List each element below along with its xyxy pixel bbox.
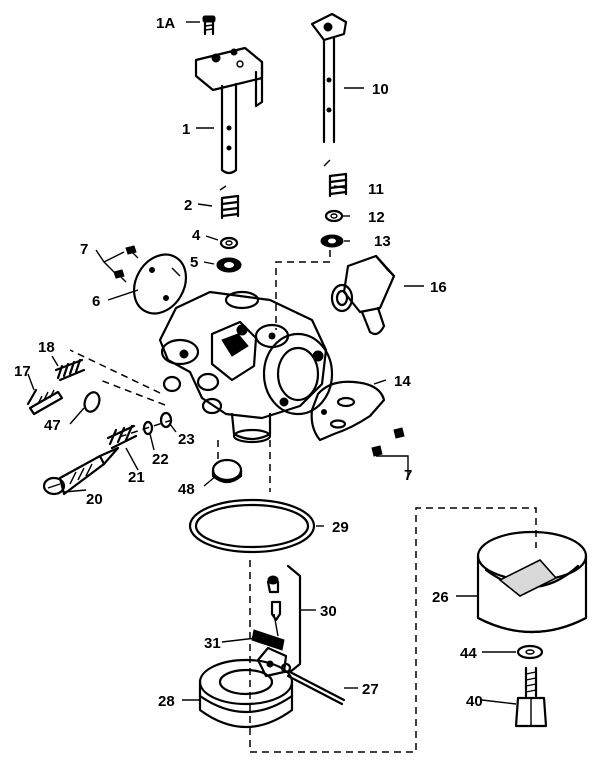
part-labels: 1A 1 10 2 4 5 11 12 13 7 6 16 18 17 14 4…	[14, 15, 483, 710]
part-40-bowl-nut	[514, 666, 548, 728]
label-11: 11	[368, 181, 384, 198]
carburetor-body	[158, 290, 334, 444]
label-6: 6	[92, 293, 100, 310]
part-48-plug	[211, 458, 243, 484]
part-2-spring	[219, 185, 240, 220]
part-44-washer	[516, 644, 544, 660]
leader-lines	[27, 21, 517, 705]
label-20: 20	[86, 491, 103, 508]
label-40: 40	[466, 693, 483, 710]
label-4: 4	[192, 227, 201, 244]
part-18-spring	[54, 358, 86, 382]
label-23: 23	[178, 431, 195, 448]
label-14: 14	[394, 373, 411, 390]
part-31-clip	[251, 629, 285, 651]
part-14-gasket-plate	[310, 380, 386, 442]
label-1: 1	[182, 121, 190, 138]
label-13: 13	[374, 233, 391, 250]
label-18: 18	[38, 339, 55, 356]
label-28: 28	[158, 693, 175, 710]
label-22: 22	[152, 451, 169, 468]
part-7-screws-lower	[371, 427, 405, 457]
label-27: 27	[362, 681, 379, 698]
label-31: 31	[204, 635, 221, 652]
label-7-upper: 7	[80, 241, 88, 258]
label-21: 21	[128, 469, 145, 486]
part-26-float-bowl	[476, 530, 588, 633]
label-12: 12	[368, 209, 385, 226]
label-44: 44	[460, 645, 477, 662]
part-21-spring	[106, 424, 138, 450]
part-1-throttle-shaft	[194, 46, 264, 175]
assembly-guide-lines	[69, 250, 537, 753]
part-27-float-pin	[286, 670, 346, 706]
label-7-lower: 7	[404, 467, 412, 484]
part-29-bowl-gasket	[188, 498, 316, 554]
part-16-fuel-fitting	[330, 254, 396, 336]
part-12-washer	[324, 209, 344, 223]
part-7-screws-upper	[113, 245, 139, 283]
part-23-washer	[159, 411, 173, 429]
label-17: 17	[14, 363, 31, 380]
part-28-float	[198, 646, 294, 728]
label-47: 47	[44, 417, 61, 434]
part-17-idle-screw	[26, 388, 64, 416]
label-16: 16	[430, 279, 447, 296]
part-30-needle-valve	[266, 564, 302, 674]
part-11-spring	[323, 159, 348, 198]
part-20-mixture-screw	[42, 446, 120, 496]
part-5-seal	[216, 257, 242, 273]
label-10: 10	[372, 81, 389, 98]
part-10-choke-shaft	[310, 12, 348, 144]
part-4-washer	[219, 236, 239, 250]
part-13-seal	[320, 234, 344, 248]
label-29: 29	[332, 519, 349, 536]
part-1a-screw	[202, 15, 216, 36]
label-1a: 1A	[156, 15, 175, 32]
part-6-throttle-plate	[132, 253, 188, 315]
part-22-washer	[142, 420, 154, 436]
label-26: 26	[432, 589, 449, 606]
part-47-o-ring	[83, 391, 101, 413]
label-48: 48	[178, 481, 195, 498]
label-2: 2	[184, 197, 192, 214]
label-5: 5	[190, 254, 198, 271]
label-30: 30	[320, 603, 337, 620]
